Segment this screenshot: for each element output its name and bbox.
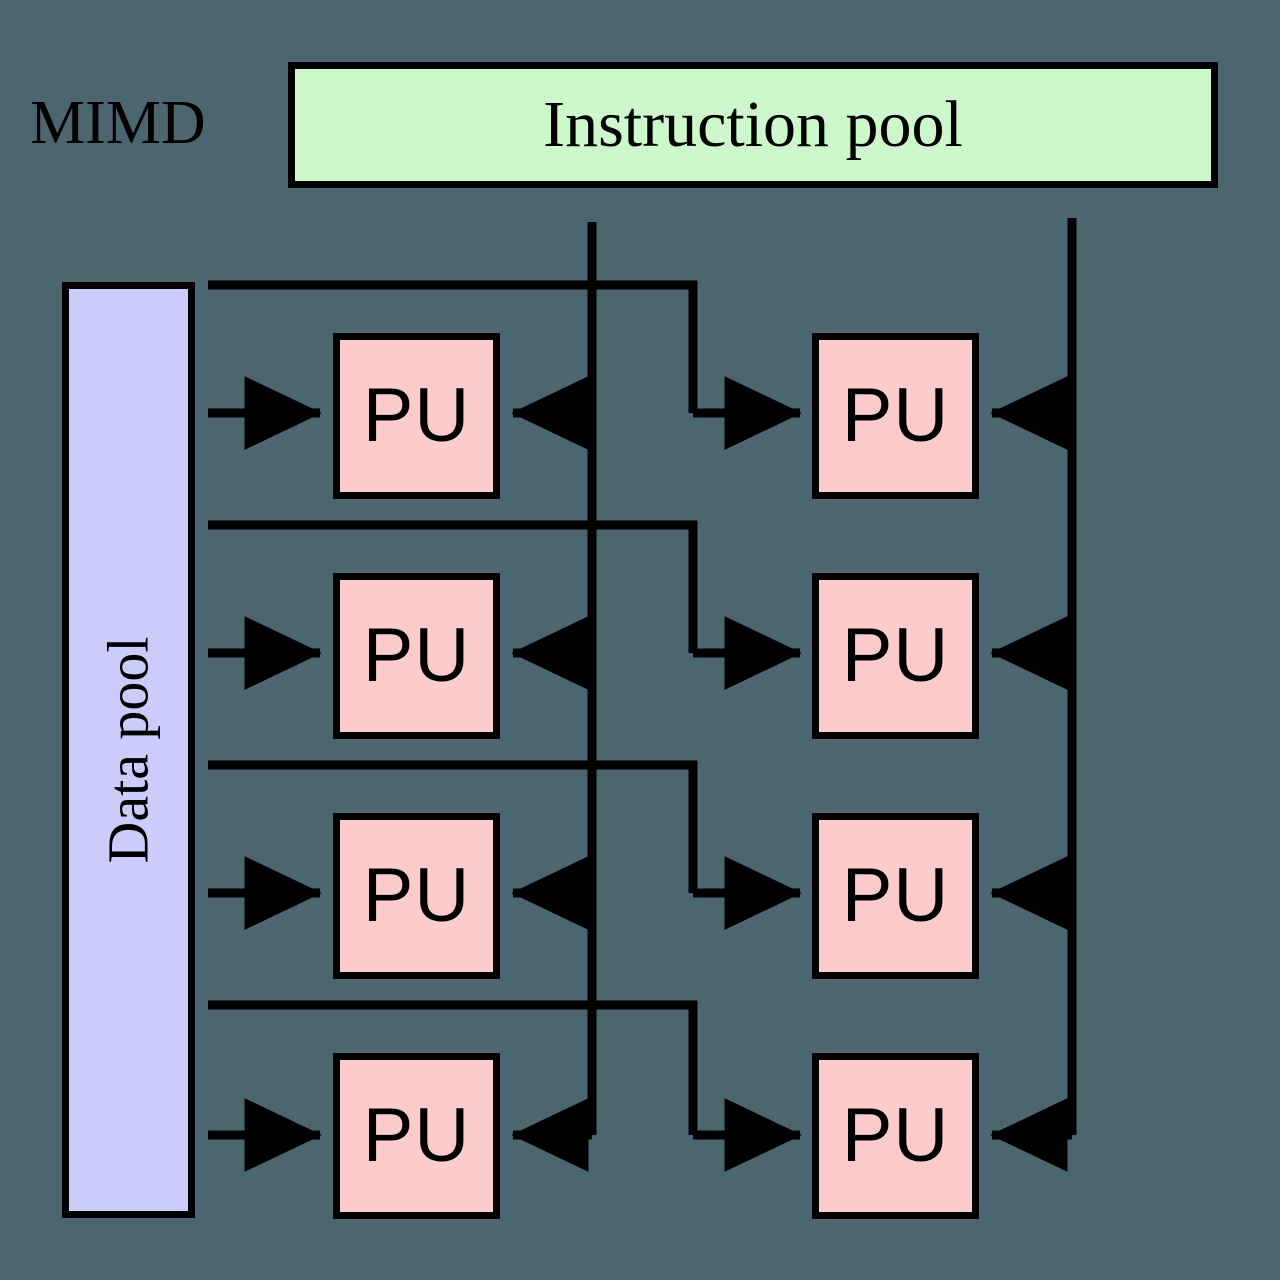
row-1-connectors: [208, 280, 1072, 450]
row-2-connectors: [208, 520, 1072, 690]
processing-unit-label: PU: [362, 853, 471, 938]
row-3-connectors: [208, 760, 1072, 930]
processing-unit-label: PU: [841, 1093, 950, 1178]
data-branch-row-4: [208, 1000, 698, 1135]
processing-unit-r4-left: PU: [333, 1053, 500, 1219]
processing-unit-label: PU: [362, 373, 471, 458]
processing-unit-label: PU: [362, 613, 471, 698]
processing-unit-label: PU: [362, 1093, 471, 1178]
data-branch-row-2: [208, 520, 698, 653]
instruction-pool-label: Instruction pool: [543, 88, 963, 161]
processing-unit-r3-left: PU: [333, 813, 500, 979]
processing-unit-r2-right: PU: [812, 573, 979, 739]
row-4-connectors: [208, 1000, 1072, 1172]
data-pool-box: Data pool: [62, 282, 195, 1218]
instruction-pool-box: Instruction pool: [288, 62, 1218, 188]
processing-unit-r3-right: PU: [812, 813, 979, 979]
processing-unit-label: PU: [841, 853, 950, 938]
processing-unit-label: PU: [841, 613, 950, 698]
processing-unit-r4-right: PU: [812, 1053, 979, 1219]
diagram-title-label: MIMD: [30, 89, 206, 157]
processing-unit-label: PU: [841, 373, 950, 458]
processing-unit-r1-right: PU: [812, 333, 979, 499]
data-branch-row-3: [208, 760, 698, 893]
processing-unit-r1-left: PU: [333, 333, 500, 499]
instruction-trunks: [587, 218, 1077, 1135]
processing-unit-r2-left: PU: [333, 573, 500, 739]
data-branch-row-1: [208, 280, 698, 413]
